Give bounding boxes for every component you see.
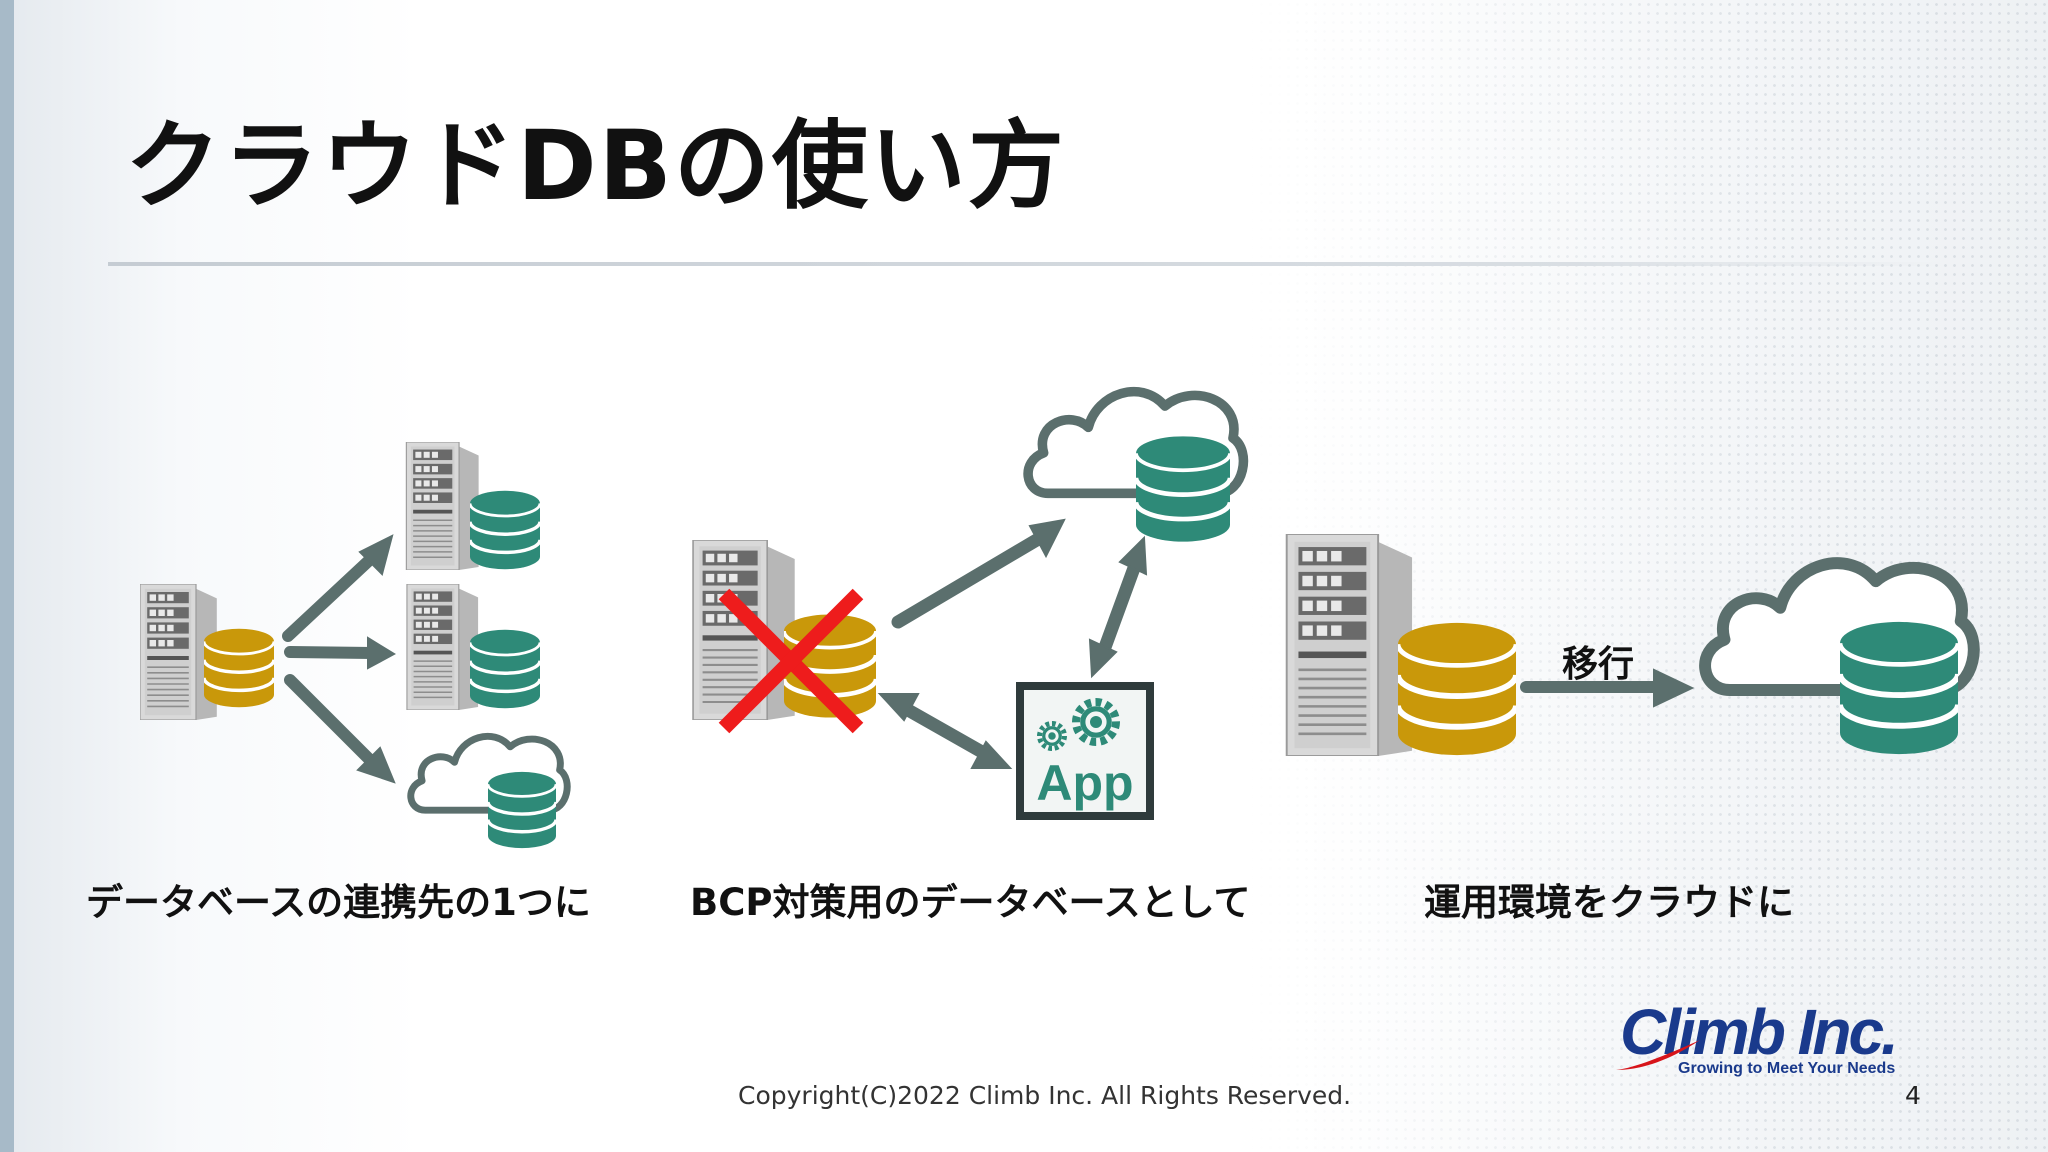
target-server-1-icon [405, 442, 480, 570]
panel-3-diagram: 移行 [1285, 534, 1974, 756]
destination-cloud-database-icon [1840, 622, 1958, 754]
arrow-db-app [901, 703, 989, 759]
legacy-database-icon [1398, 623, 1516, 755]
arrow-cloud-app [1097, 561, 1141, 657]
company-logo: Climb Inc. Growing to Meet Your Needs [1616, 996, 1950, 1090]
caption-bcp: BCP対策用のデータベースとして [690, 881, 1251, 924]
failure-cross-icon [718, 588, 864, 734]
target-database-2-icon [470, 627, 540, 711]
page-number: 4 [1905, 1081, 1921, 1110]
arrow-to-server-1 [282, 548, 382, 642]
left-accent-bar [0, 0, 14, 1152]
target-server-2-icon [406, 584, 479, 710]
title-divider [108, 262, 1943, 266]
onprem-server-icon [691, 540, 796, 720]
small-gear-icon [1040, 724, 1065, 749]
source-database-icon [204, 626, 274, 710]
target-database-1-icon [470, 488, 540, 572]
arrow-to-server-2 [284, 646, 378, 659]
app-icon: App [1016, 682, 1154, 820]
legacy-server-icon [1285, 534, 1414, 756]
migration-arrow [1520, 668, 1695, 708]
backup-cloud-database-icon [1136, 436, 1230, 541]
copyright-footer: Copyright(C)2022 Climb Inc. All Rights R… [738, 1081, 1352, 1110]
migration-label: 移行 [1562, 644, 1634, 685]
caption-connection: データベースの連携先の1つに [86, 881, 591, 924]
app-label: App [1036, 755, 1133, 811]
logo-wordmark: Climb Inc. [1620, 996, 1899, 1068]
target-cloud-database-icon [488, 769, 556, 851]
logo-tagline: Growing to Meet Your Needs [1678, 1060, 1896, 1077]
slide-title: クラウドDBの使い方 [125, 110, 1066, 222]
panel-1-diagram [140, 442, 567, 851]
caption-migration: 運用環境をクラウドに [1424, 881, 1794, 924]
panel-2-diagram: App [691, 392, 1243, 820]
arrow-to-backup-cloud [891, 531, 1047, 629]
arrow-to-cloud [284, 674, 380, 770]
large-gear-icon [1076, 702, 1116, 742]
